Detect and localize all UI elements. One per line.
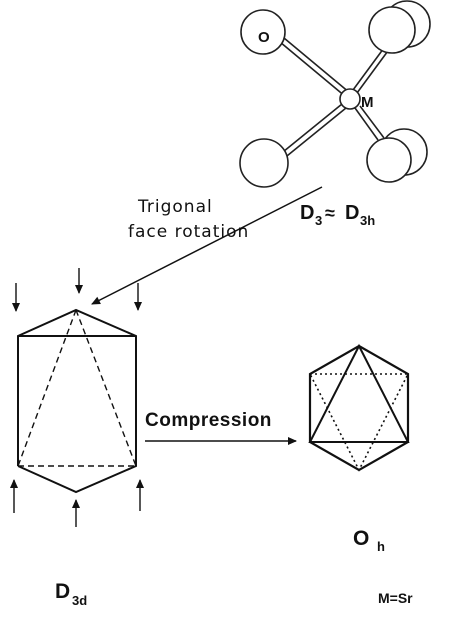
d3-main: D — [300, 202, 314, 224]
oh-label: O h — [353, 527, 385, 554]
rotation-label-line1: Trigonal — [137, 197, 213, 217]
d3d-main: D — [55, 580, 70, 603]
metal-label: M — [361, 94, 374, 111]
d3d-label: D 3d — [55, 580, 87, 608]
oxygen-atom-top-left — [240, 9, 286, 55]
d3d-polyhedron — [17, 308, 137, 494]
oxygen-label: O — [258, 29, 270, 46]
d3d-sub: 3d — [72, 593, 87, 608]
rotation-arrow — [91, 186, 323, 305]
compression-label: Compression — [145, 410, 272, 431]
d3-d3h-label: D 3 ≈ D 3h — [300, 202, 375, 228]
oxygen-atom-bottom-left — [239, 138, 289, 188]
approx-sign: ≈ — [325, 203, 335, 223]
bond-lines — [277, 36, 397, 161]
oh-octahedron — [308, 343, 410, 472]
d3h-sub: 3h — [360, 213, 375, 228]
oh-sub: h — [377, 539, 385, 554]
molecule-structure — [239, 0, 431, 188]
oxygen-atom-top-right — [368, 6, 416, 54]
rotation-label-line2: face rotation — [128, 222, 249, 242]
d3-sub: 3 — [315, 213, 322, 228]
metal-note: M=Sr — [378, 590, 413, 606]
oh-main: O — [353, 527, 369, 550]
d3h-main: D — [345, 202, 359, 224]
oxygen-atom-bottom-right — [366, 137, 412, 183]
metal-atom — [339, 88, 361, 110]
compression-arrows — [10, 268, 144, 527]
